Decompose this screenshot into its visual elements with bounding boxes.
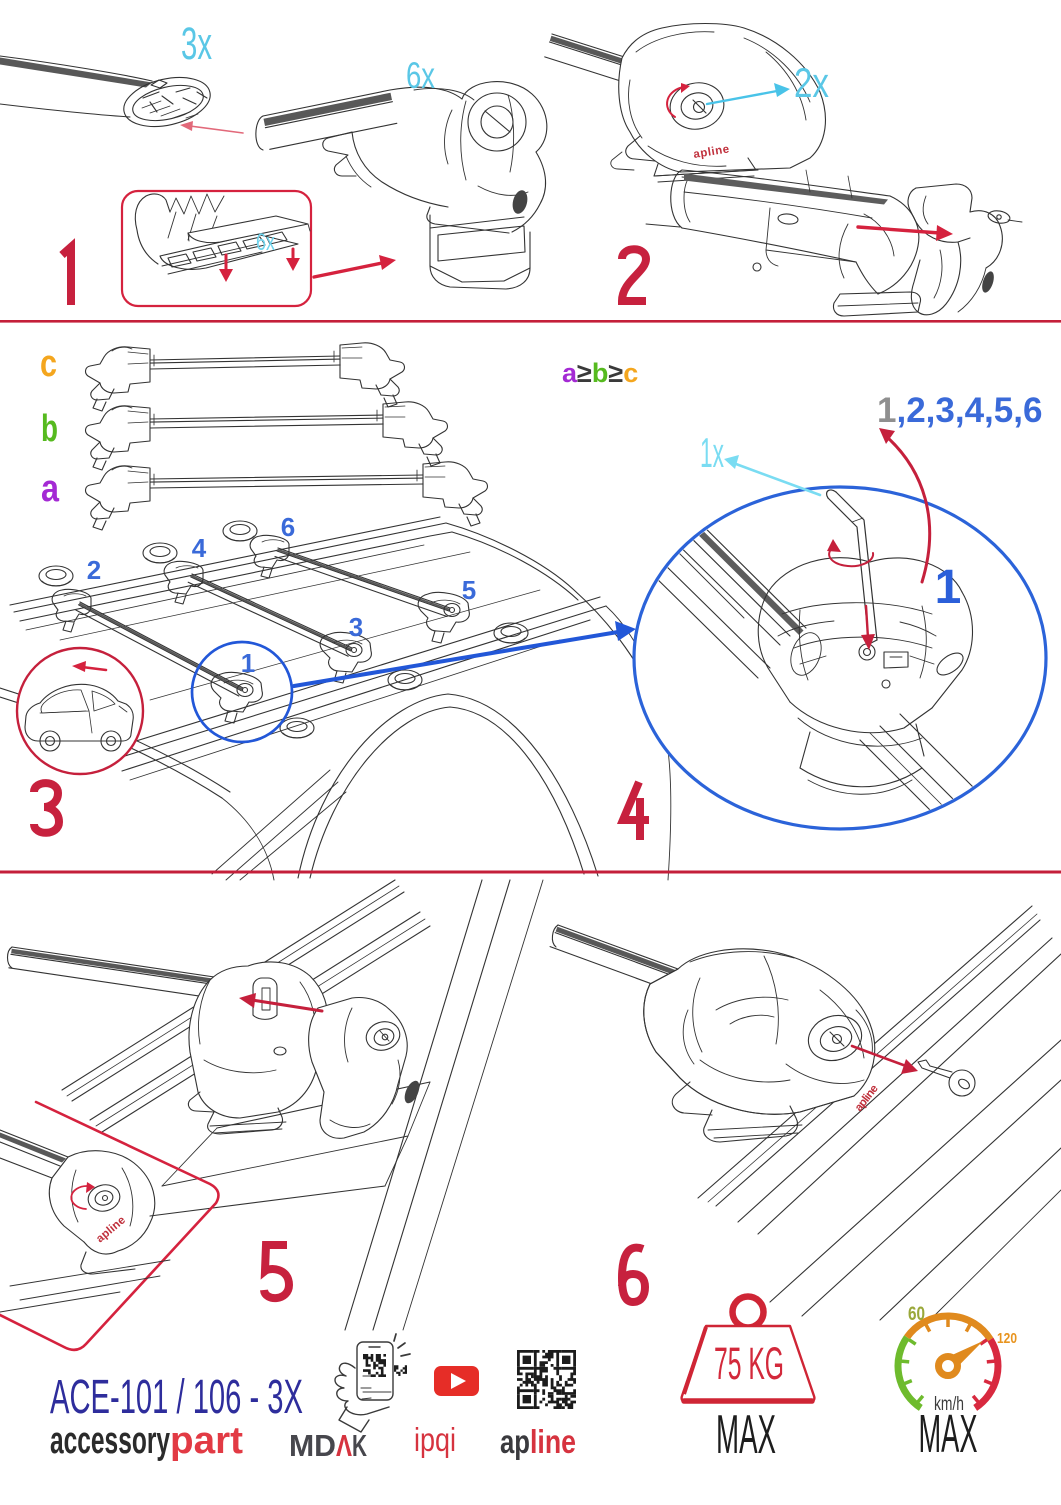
svg-text:4: 4	[192, 533, 207, 563]
svg-text:apline: apline	[500, 1423, 576, 1460]
svg-text:b: b	[41, 408, 58, 450]
svg-text:6x: 6x	[256, 229, 275, 256]
svg-text:km/h: km/h	[934, 1394, 964, 1415]
svg-text:1x: 1x	[700, 429, 724, 476]
svg-text:2: 2	[87, 555, 101, 585]
svg-text:accessorypart: accessorypart	[50, 1420, 243, 1462]
svg-text:a: a	[41, 468, 60, 510]
svg-text:MDΛK: MDΛK	[289, 1428, 367, 1463]
svg-text:ACE-101 / 106 - 3X: ACE-101 / 106 - 3X	[50, 1371, 303, 1424]
svg-text:5: 5	[462, 575, 476, 605]
svg-text:60: 60	[908, 1304, 925, 1325]
svg-text:6: 6	[281, 512, 295, 542]
svg-text:120: 120	[997, 1330, 1017, 1347]
svg-text:c: c	[40, 343, 57, 385]
svg-text:2x: 2x	[794, 59, 829, 106]
svg-text:75 KG: 75 KG	[714, 1338, 784, 1389]
svg-text:1: 1	[241, 648, 255, 678]
svg-text:3x: 3x	[181, 18, 212, 69]
svg-text:a≥b≥c: a≥b≥c	[562, 358, 638, 388]
svg-text:3: 3	[349, 612, 363, 642]
svg-text:MAX: MAX	[919, 1404, 978, 1464]
svg-text:apline: apline	[693, 143, 730, 160]
svg-text:1,2,3,4,5,6: 1,2,3,4,5,6	[877, 391, 1042, 430]
svg-text:1: 1	[935, 561, 962, 614]
svg-text:ipqi: ipqi	[414, 1421, 456, 1458]
svg-text:MAX: MAX	[716, 1403, 776, 1465]
svg-text:6x: 6x	[406, 55, 435, 96]
